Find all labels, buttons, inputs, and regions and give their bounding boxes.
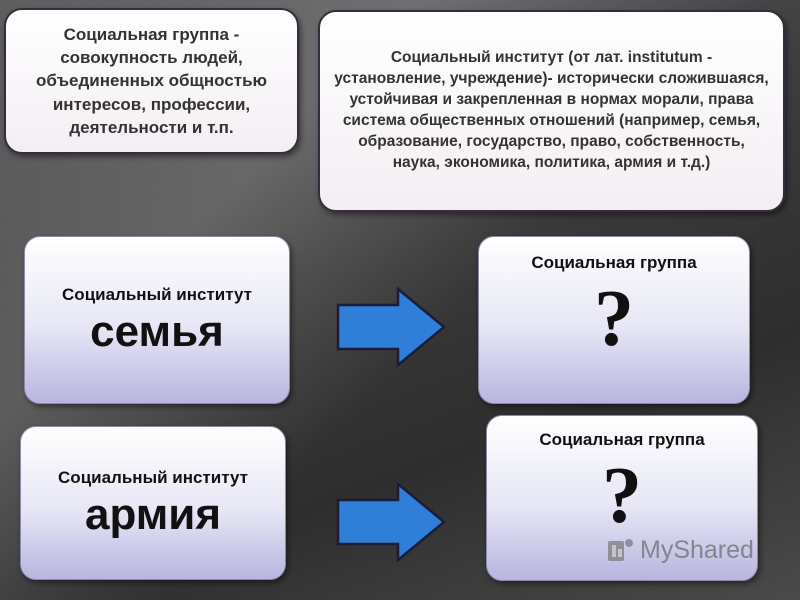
- arrow-right-icon: [336, 482, 446, 562]
- institute-family-box: Социальный институт семья: [24, 236, 290, 404]
- myshared-watermark: MyShared: [606, 535, 754, 565]
- institute-army-name: армия: [84, 489, 222, 539]
- institute-army-box: Социальный институт армия: [20, 426, 286, 580]
- institute-family-caption: Социальный институт: [62, 284, 252, 304]
- social-group-caption-1: Социальная группа: [531, 253, 697, 272]
- social-group-definition-box: Социальная группа - совокупность людей, …: [4, 8, 299, 154]
- social-group-caption-2: Социальная группа: [539, 430, 705, 449]
- question-mark-2: ?: [602, 452, 642, 540]
- institute-family-name: семья: [90, 306, 224, 356]
- myshared-logo-icon: [608, 539, 633, 561]
- question-mark-1: ?: [594, 275, 634, 363]
- social-group-definition-text: Социальная группа - совокупность людей, …: [35, 25, 268, 137]
- social-institute-definition-box: Социальный институт (от лат. institutum …: [318, 10, 785, 212]
- arrow-right-icon: [336, 287, 446, 367]
- institute-army-caption: Социальный институт: [58, 467, 248, 487]
- social-institute-definition-text: Социальный институт (от лат. institutum …: [334, 49, 769, 171]
- watermark-text: MyShared: [640, 535, 754, 564]
- social-group-box-1: Социальная группа ?: [478, 236, 750, 404]
